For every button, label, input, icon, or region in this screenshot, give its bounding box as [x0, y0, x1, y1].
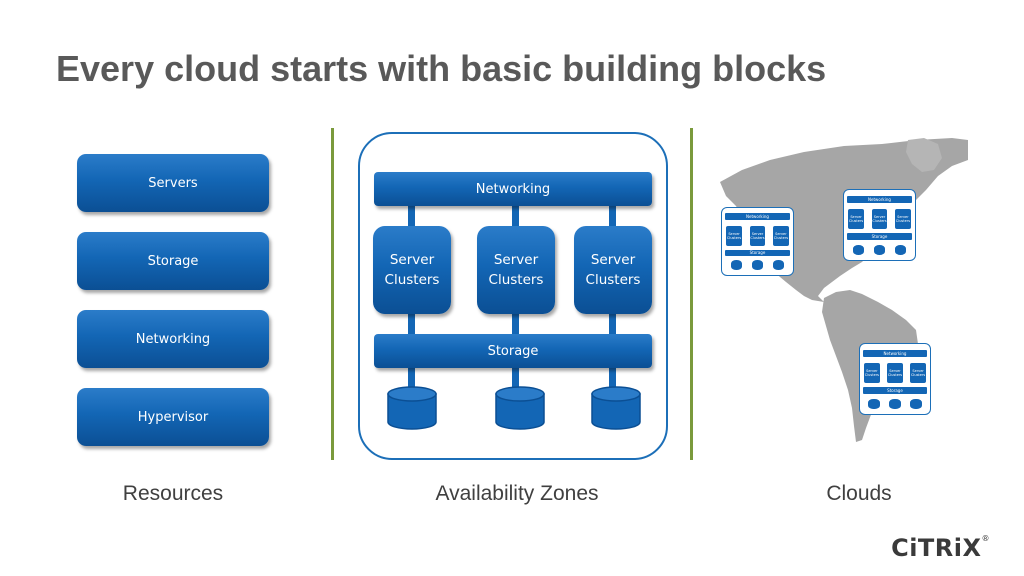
- mini-cluster-block: Server Clusters: [864, 362, 880, 384]
- mini-disk-icon: [873, 244, 886, 256]
- mini-cluster-block: Server Clusters: [848, 208, 864, 230]
- mini-cluster-block: Server Clusters: [726, 226, 742, 246]
- mini-disk-icon: [868, 398, 880, 410]
- registered-mark: ®: [981, 534, 990, 543]
- zone-networking-bar: Networking: [374, 172, 652, 206]
- connector: [408, 367, 415, 391]
- divider-left: [331, 128, 334, 460]
- cloud-zone-diagram-west: Networking Server Clusters Server Cluste…: [721, 207, 794, 276]
- mini-disk-icon: [730, 260, 742, 271]
- divider-right: [690, 128, 693, 460]
- mini-disk-icon: [895, 244, 907, 256]
- mini-networking-bar: Networking: [846, 195, 913, 203]
- mini-networking-bar: Networking: [862, 349, 928, 357]
- hypervisor-block: Hypervisor: [77, 388, 269, 446]
- cloud-zone-diagram-east: Networking Server Clusters Server Cluste…: [843, 189, 916, 261]
- connector: [609, 312, 616, 336]
- mini-cluster-block: Server Clusters: [749, 226, 766, 246]
- americas-map-icon: [720, 138, 968, 442]
- storage-block: Storage: [77, 232, 269, 290]
- clouds-caption: Clouds: [826, 482, 892, 505]
- availability-zones-caption: Availability Zones: [435, 482, 599, 505]
- connector: [512, 312, 519, 336]
- mini-disk-icon: [889, 398, 901, 410]
- citrix-logo-text: CiTRiX: [891, 534, 982, 562]
- mini-cluster-block: Server Clusters: [871, 208, 888, 230]
- connector: [408, 312, 415, 336]
- server-cluster-block: Server Clusters: [477, 226, 555, 314]
- mini-cluster-block: Server Clusters: [887, 362, 903, 384]
- mini-cluster-block: Server Clusters: [895, 208, 911, 230]
- availability-zone-frame: [358, 132, 668, 460]
- mini-disk-icon: [751, 260, 764, 271]
- citrix-logo: CiTRiX®: [891, 534, 990, 562]
- resources-caption: Resources: [122, 482, 224, 505]
- connector: [512, 204, 519, 228]
- connector: [512, 367, 519, 391]
- zone-storage-bar: Storage: [374, 334, 652, 368]
- mini-storage-bar: Storage: [724, 249, 791, 257]
- cloud-zone-diagram-south: Networking Server Clusters Server Cluste…: [859, 343, 931, 415]
- slide-title: Every cloud starts with basic building b…: [56, 48, 827, 89]
- networking-block: Networking: [77, 310, 269, 368]
- mini-disk-icon: [852, 244, 864, 256]
- connector: [408, 204, 415, 228]
- storage-disk-icon: [495, 386, 545, 430]
- connector: [609, 367, 616, 391]
- mini-networking-bar: Networking: [724, 213, 791, 221]
- storage-disk-icon: [387, 386, 437, 430]
- servers-block: Servers: [77, 154, 269, 212]
- mini-cluster-block: Server Clusters: [910, 362, 926, 384]
- mini-storage-bar: Storage: [846, 233, 913, 241]
- mini-storage-bar: Storage: [862, 387, 928, 395]
- mini-disk-icon: [773, 260, 785, 271]
- server-cluster-block: Server Clusters: [574, 226, 652, 314]
- server-cluster-block: Server Clusters: [373, 226, 451, 314]
- mini-cluster-block: Server Clusters: [773, 226, 789, 246]
- connector: [609, 204, 616, 228]
- mini-disk-icon: [910, 398, 922, 410]
- storage-disk-icon: [591, 386, 641, 430]
